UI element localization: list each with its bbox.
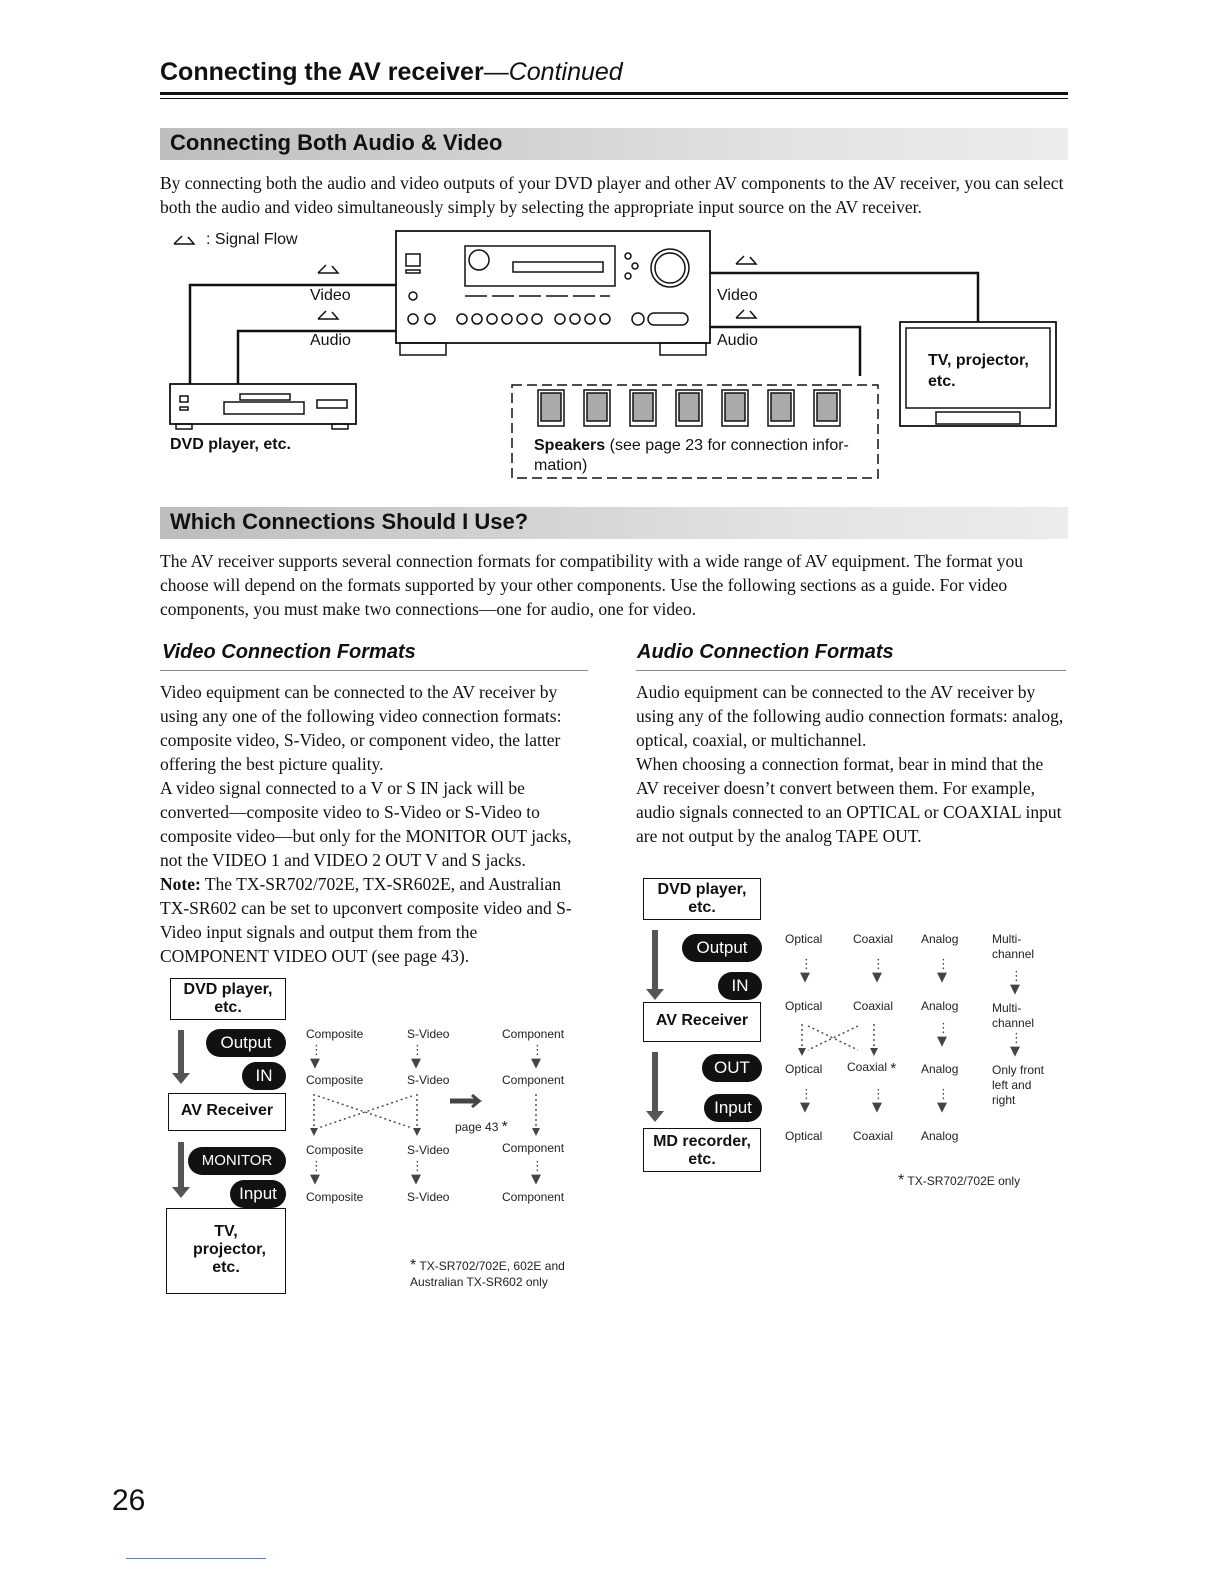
video-flow-arrow-2	[172, 1142, 190, 1198]
audio-optical-4: Optical	[785, 1129, 823, 1143]
section2-body: The AV receiver supports several connect…	[160, 551, 1023, 619]
page-number: 26	[112, 1484, 146, 1517]
video-component-monitor: Component	[502, 1141, 565, 1155]
audio-in-pill: IN	[718, 972, 762, 1000]
audio-left-label: Audio	[310, 332, 351, 349]
audio-body: Audio equipment can be connected to the …	[636, 682, 1064, 846]
audio-optical-3: Optical	[785, 1062, 823, 1076]
audio-analog-4: Analog	[921, 1129, 959, 1143]
video-composite-monitor: Composite	[306, 1143, 364, 1157]
audio-footnote: * TX-SR702/702E only	[898, 1172, 1021, 1189]
connection-diagram	[169, 230, 1057, 479]
section1-body: By connecting both the audio and video o…	[160, 173, 1064, 217]
section-banner-which-connections: Which Connections Should I Use?	[160, 507, 1068, 539]
audio-coaxial-4: Coaxial	[853, 1129, 894, 1143]
video-composite-tv: Composite	[306, 1190, 364, 1204]
speakers-label: Speakers (see page 23 for connection inf…	[534, 437, 849, 474]
video-heading-rule	[160, 670, 588, 671]
video-svideo-monitor: S-Video	[407, 1143, 450, 1157]
audio-analog-2: Analog	[921, 999, 959, 1013]
audio-coaxial-3: Coaxial *	[847, 1060, 897, 1077]
video-component-tv: Component	[502, 1190, 565, 1204]
audio-dvd-box: DVD player, etc.	[643, 878, 761, 920]
audio-heading-rule	[636, 670, 1066, 671]
video-dvd-box: DVD player, etc.	[170, 978, 286, 1020]
speakers-dashed-box	[511, 384, 879, 479]
video-formats-heading: Video Connection Formats	[162, 641, 416, 663]
audio-md-box: MD recorder, etc.	[643, 1128, 761, 1172]
video-input-pill: Input	[230, 1180, 286, 1208]
speaker-icons	[537, 389, 841, 427]
signal-flow-legend: : Signal Flow	[206, 231, 298, 248]
video-svideo-out: S-Video	[407, 1027, 450, 1041]
video-body: Video equipment can be connected to the …	[160, 682, 572, 966]
audio-input-pill: Input	[704, 1094, 762, 1122]
header-rule	[160, 92, 1068, 95]
video-in-pill: IN	[242, 1062, 286, 1090]
audio-optical-2: Optical	[785, 999, 823, 1013]
audio-formats-heading: Audio Connection Formats	[637, 641, 894, 663]
video-svideo-in: S-Video	[407, 1073, 450, 1087]
video-conversion-arrows	[310, 1093, 540, 1136]
video-svideo-tv: S-Video	[407, 1190, 450, 1204]
video-flow-arrow-1	[172, 1030, 190, 1084]
receiver-unit	[395, 230, 711, 344]
video-av-receiver-box: AV Receiver	[168, 1093, 286, 1131]
dvd-player-label: DVD player, etc.	[170, 436, 291, 453]
video-tv-box: TV, projector, etc.	[166, 1208, 286, 1294]
page-header: Connecting the AV receiver—Continued	[160, 58, 623, 86]
audio-flow-arrow-1	[646, 930, 664, 1000]
tv-projector-label: TV, projector, etc.	[928, 352, 1029, 390]
audio-conversion-arrows	[798, 1024, 878, 1056]
audio-coaxial-1: Coaxial	[853, 932, 894, 946]
header-rule-thin	[160, 98, 1068, 99]
video-right-label: Video	[717, 287, 758, 304]
video-composite-out: Composite	[306, 1027, 364, 1041]
video-left-label: Video	[310, 287, 351, 304]
video-output-pill: Output	[206, 1029, 286, 1057]
signal-flow-icon	[173, 235, 196, 245]
video-component-out: Component	[502, 1027, 565, 1041]
audio-multichannel-2: Multi-channel	[992, 1001, 1035, 1030]
footer-rule	[126, 1558, 266, 1559]
monitor-out-pill: MONITOR OUT	[188, 1147, 286, 1197]
audio-coaxial-2: Coaxial	[853, 999, 894, 1013]
section-banner-audio-video: Connecting Both Audio & Video	[160, 128, 1068, 160]
audio-flow-arrow-2	[646, 1052, 664, 1122]
dvd-player-device	[169, 383, 357, 425]
audio-analog-3: Analog	[921, 1062, 959, 1076]
tv-device	[899, 321, 1057, 427]
audio-optical-1: Optical	[785, 932, 823, 946]
audio-out-pill: OUT	[702, 1054, 762, 1082]
video-component-in: Component	[502, 1073, 565, 1087]
audio-analog-1: Analog	[921, 932, 959, 946]
page-43-ref: page 43 *	[455, 1118, 508, 1135]
video-composite-in: Composite	[306, 1073, 364, 1087]
audio-right-label: Audio	[717, 332, 758, 349]
audio-output-pill: Output	[682, 934, 762, 962]
audio-multichannel-1: Multi-channel	[992, 932, 1035, 961]
audio-av-receiver-box: AV Receiver	[643, 1002, 761, 1042]
audio-only-front: Only front left and right	[992, 1063, 1045, 1107]
